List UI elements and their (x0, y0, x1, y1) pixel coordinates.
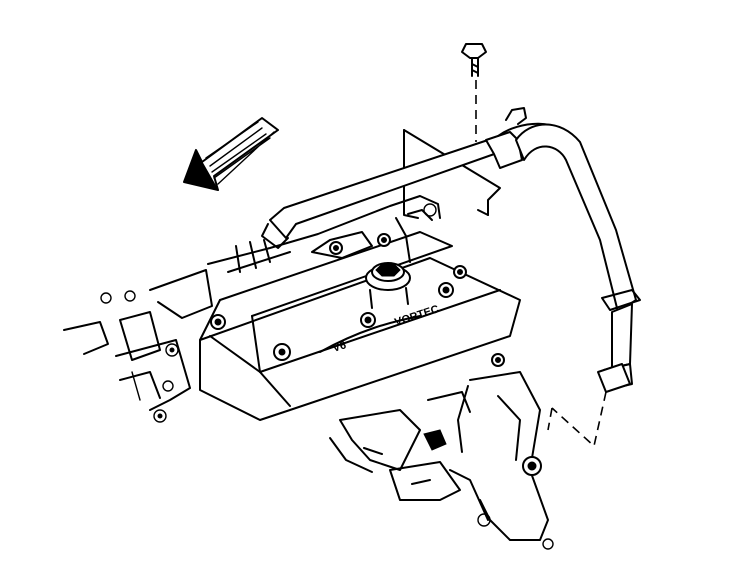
pcv-hose-icon (261, 107, 641, 391)
intake-manifold (207, 195, 441, 273)
lower-bracket (329, 409, 461, 501)
engine-marking-v6: V6 (331, 339, 348, 355)
front-direction-arrow-icon (183, 117, 279, 191)
cover-bolts (210, 233, 505, 367)
exhaust-manifold (427, 371, 554, 550)
hose-fitting-icon (547, 363, 631, 448)
bolt-icon (461, 43, 487, 77)
oil-filler-cap (365, 262, 411, 309)
engine-block-left (63, 269, 213, 423)
valve-cover (199, 231, 521, 421)
